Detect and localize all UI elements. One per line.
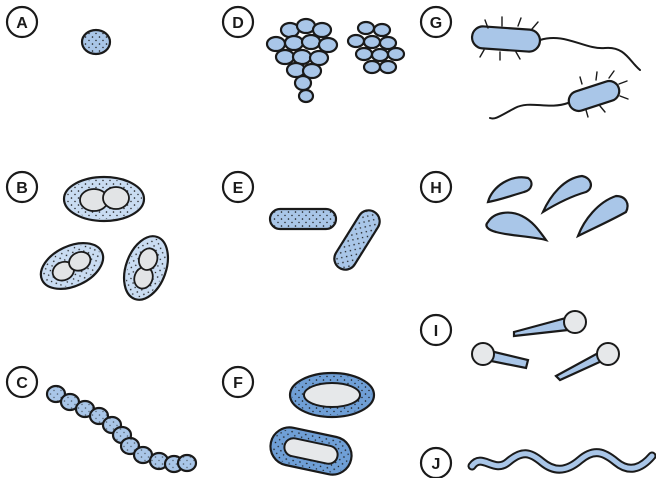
panel-h-badge: H (421, 172, 451, 202)
panel-j-letter: J (432, 456, 441, 473)
capsulated-bacillus-bottom (267, 424, 355, 478)
panel-d-badge: D (223, 7, 253, 37)
capsule-right (116, 230, 176, 306)
spore-bacillus-left (472, 343, 528, 368)
panel-c: C (7, 367, 197, 474)
panel-h-letter: H (430, 180, 442, 197)
panel-j-badge: J (421, 448, 451, 478)
flagellated-bacillus-bottom (490, 71, 628, 119)
panel-e-letter: E (233, 180, 244, 197)
capsule-top (64, 177, 144, 221)
vibrio-2 (543, 176, 591, 212)
panel-b-letter: B (16, 180, 28, 197)
panel-f-letter: F (233, 375, 243, 392)
vibrio-1 (488, 177, 531, 202)
panel-g-badge: G (421, 7, 451, 37)
spore-bacillus-top (514, 311, 586, 336)
panel-b-badge: B (7, 172, 37, 202)
cluster-left (267, 19, 337, 102)
panel-i-letter: I (434, 323, 438, 340)
panel-a-badge: A (7, 7, 37, 37)
bacillus-horizontal (270, 209, 336, 229)
panel-g: G (421, 7, 640, 119)
panel-e: E (223, 172, 384, 274)
panel-a: A (7, 7, 110, 54)
panel-d-letter: D (232, 15, 244, 32)
vibrio-3 (486, 213, 546, 240)
panel-c-letter: C (16, 375, 28, 392)
panel-i: I (421, 311, 619, 380)
spore-bacillus-right (556, 343, 619, 380)
spirochete (472, 453, 652, 470)
vibrio-4 (578, 196, 628, 236)
panel-g-letter: G (430, 15, 442, 32)
cluster-right (348, 22, 404, 73)
panel-d: D (223, 7, 404, 102)
capsule-left (34, 234, 111, 298)
panel-b: B (7, 172, 176, 306)
flagellated-bacillus-top (471, 17, 640, 70)
cocci-chain (45, 384, 197, 474)
capsulated-bacillus-top (290, 373, 374, 417)
panel-j: J (421, 448, 652, 478)
panel-f-badge: F (223, 367, 253, 397)
panel-h: H (421, 172, 628, 240)
panel-a-letter: A (16, 15, 28, 32)
panel-e-badge: E (223, 172, 253, 202)
panel-i-badge: I (421, 315, 451, 345)
bacillus-diagonal (330, 206, 384, 274)
coccus-cell (82, 30, 110, 54)
panel-c-badge: C (7, 367, 37, 397)
panel-f: F (223, 367, 374, 478)
